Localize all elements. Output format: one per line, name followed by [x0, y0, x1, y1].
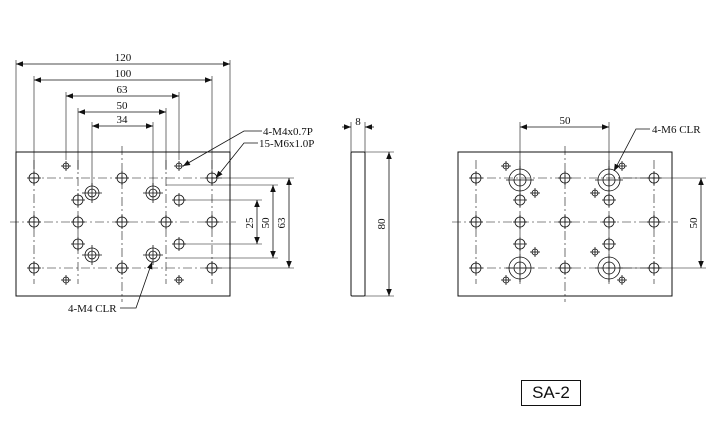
m6-tapped-hole — [71, 237, 85, 251]
m4-tapped-hole — [501, 275, 511, 285]
m6-tapped-hole — [469, 171, 483, 185]
m6-tapped-hole — [513, 193, 527, 207]
m6-tapped-hole — [602, 193, 616, 207]
m4-tapped-hole — [590, 188, 600, 198]
m4-tapped-hole — [61, 275, 71, 285]
m6-tapped-hole — [115, 261, 129, 275]
front-callouts: 4-M4x0.7P 15-M6x1.0P 4-M4 CLR — [68, 126, 314, 315]
m4-tapped-hole — [501, 161, 511, 171]
front-plate-outline — [15, 151, 231, 297]
dim-height-25: 25 — [244, 217, 256, 229]
dim-back-width-50: 50 — [560, 115, 572, 127]
model-label-box: SA-2 — [521, 380, 581, 406]
dim-width-120: 120 — [115, 52, 132, 64]
dim-height-50: 50 — [260, 217, 272, 229]
m4-tapped-hole — [617, 275, 627, 285]
m6-tapped-hole — [27, 215, 41, 229]
side-plate-outline — [350, 151, 366, 297]
m6-tapped-hole — [115, 171, 129, 185]
m6-tapped-hole — [71, 193, 85, 207]
m6-clearance-hole — [595, 254, 623, 282]
dim-width-34: 34 — [117, 114, 129, 126]
m4-tapped-hole — [530, 247, 540, 257]
m4-clearance-hole — [143, 183, 163, 203]
m4-clearance-hole — [82, 245, 102, 265]
back-holes — [469, 161, 661, 285]
m6-tapped-hole — [647, 261, 661, 275]
dim-width-63: 63 — [117, 84, 129, 96]
m6-tapped-hole — [602, 237, 616, 251]
m6-tapped-hole — [469, 215, 483, 229]
dim-height-63: 63 — [276, 217, 288, 229]
callout-m6-clearance: 4-M6 CLR — [652, 124, 701, 136]
m6-tapped-hole — [172, 237, 186, 251]
m6-tapped-hole — [558, 215, 572, 229]
m4-tapped-hole — [590, 247, 600, 257]
m6-tapped-hole — [647, 171, 661, 185]
m6-tapped-hole — [71, 215, 85, 229]
dim-side-height: 80 — [376, 218, 388, 230]
m6-tapped-hole — [159, 215, 173, 229]
m6-tapped-hole — [469, 261, 483, 275]
m6-tapped-hole — [558, 261, 572, 275]
m6-tapped-hole — [513, 237, 527, 251]
back-view: 50 50 — [452, 115, 706, 302]
callout-m4-clearance: 4-M4 CLR — [68, 303, 117, 315]
front-horizontal-dimensions: 120 100 63 50 34 — [15, 52, 231, 186]
dim-thickness: 8 — [355, 116, 361, 128]
m6-tapped-hole — [27, 261, 41, 275]
m6-clearance-hole — [595, 166, 623, 194]
m6-tapped-hole — [205, 171, 219, 185]
m6-tapped-hole — [647, 215, 661, 229]
m6-tapped-hole — [27, 171, 41, 185]
dim-back-height-50: 50 — [688, 217, 700, 229]
m6-tapped-hole — [513, 215, 527, 229]
m6-tapped-hole — [172, 193, 186, 207]
m4-clearance-hole — [143, 245, 163, 265]
side-view: 8 80 — [342, 116, 394, 297]
m6-tapped-hole — [205, 261, 219, 275]
callout-m6-tapped: 15-M6x1.0P — [259, 138, 314, 150]
front-holes — [27, 161, 219, 285]
m6-tapped-hole — [205, 215, 219, 229]
m6-tapped-hole — [602, 215, 616, 229]
front-vertical-dimensions: 25 50 63 — [166, 177, 294, 269]
dim-width-100: 100 — [115, 68, 132, 80]
m4-clearance-hole — [82, 183, 102, 203]
m6-tapped-hole — [115, 215, 129, 229]
m4-tapped-hole — [61, 161, 71, 171]
m4-tapped-hole — [530, 188, 540, 198]
m6-clearance-hole — [506, 254, 534, 282]
callout-m4-tapped: 4-M4x0.7P — [263, 126, 313, 138]
dim-width-50: 50 — [117, 100, 129, 112]
m6-tapped-hole — [558, 171, 572, 185]
m4-tapped-hole — [174, 275, 184, 285]
model-label: SA-2 — [532, 383, 570, 402]
m4-tapped-hole — [174, 161, 184, 171]
m6-clearance-hole — [506, 166, 534, 194]
front-view: 120 100 63 50 34 25 50 63 — [10, 52, 314, 315]
